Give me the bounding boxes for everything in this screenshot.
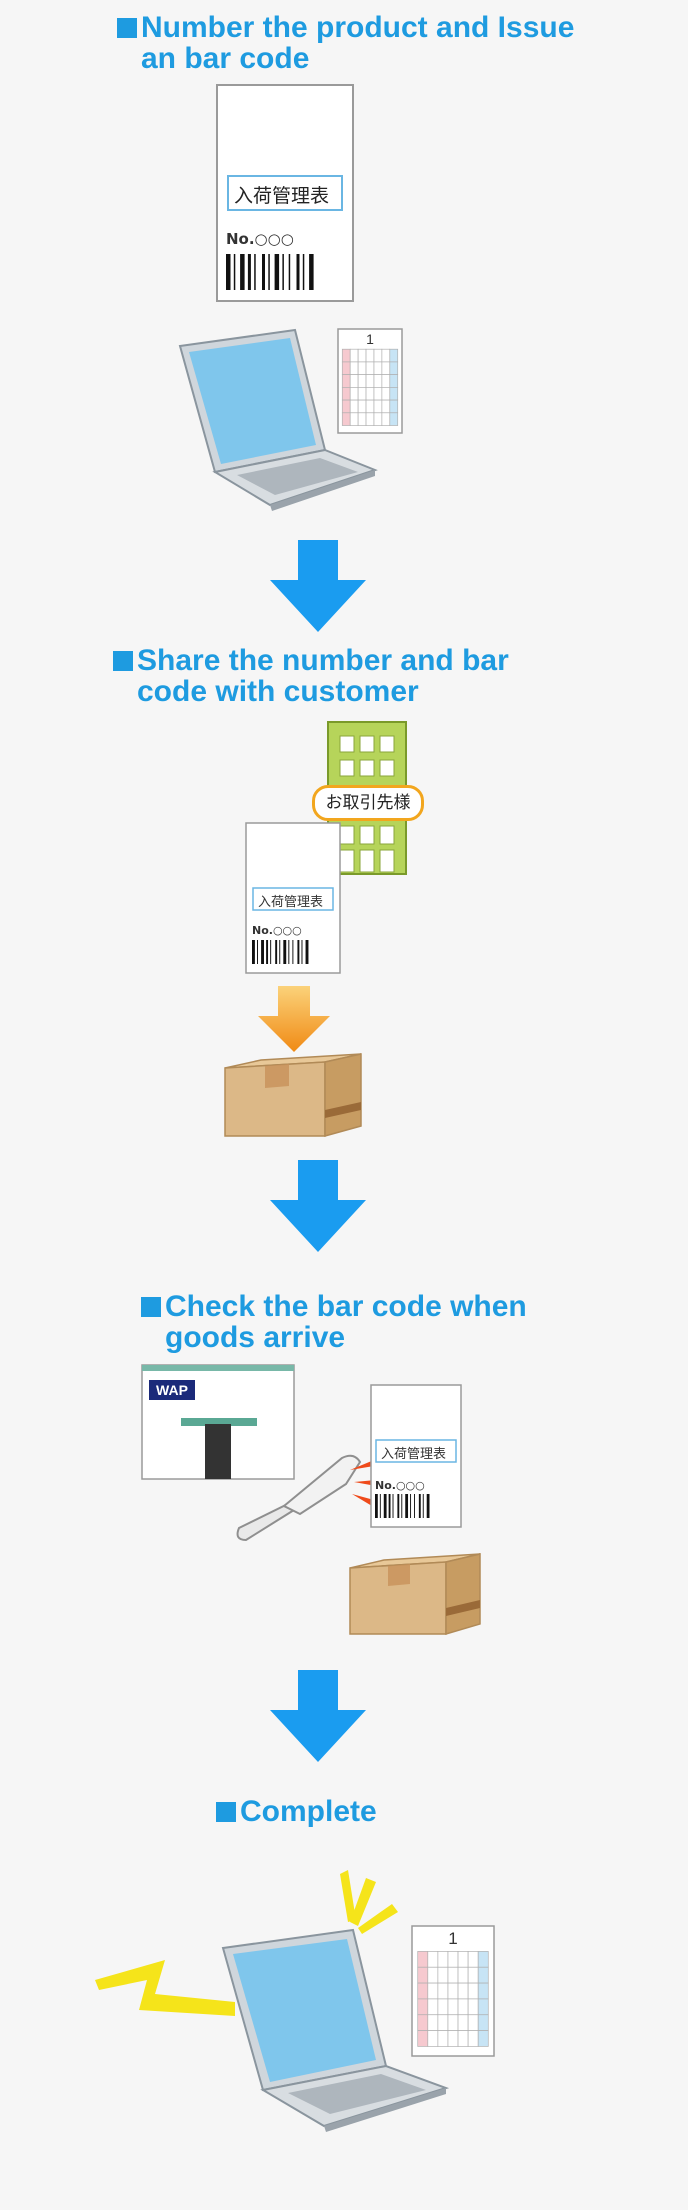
- step-1-title-line1: Number the product and Issue: [141, 11, 575, 44]
- step-2-title-line1: Share the number and bar: [137, 644, 509, 677]
- building-sign: お取引先様: [312, 785, 424, 821]
- lightning-icon: [95, 1960, 245, 2055]
- calendar-number: 1: [448, 1929, 458, 1948]
- step-3-title-line2: goods arrive: [165, 1321, 346, 1354]
- down-arrow-icon: [270, 1670, 366, 1767]
- laptop-icon: [218, 1928, 458, 2135]
- step-4-title: Complete: [216, 1796, 377, 1827]
- step-4-title-line1: Complete: [240, 1795, 377, 1828]
- calendar-icon: 1: [337, 328, 403, 434]
- sheet-label: 入荷管理表: [234, 185, 330, 207]
- cardboard-box-icon: [224, 1048, 362, 1143]
- orange-down-arrow-icon: [258, 986, 330, 1057]
- step-3-title-line1: Check the bar code when: [165, 1290, 527, 1323]
- sheet-label: 入荷管理表: [258, 895, 324, 910]
- square-bullet-icon: [117, 18, 137, 38]
- barcode-icon: [252, 940, 310, 964]
- square-bullet-icon: [141, 1297, 161, 1317]
- document-icon: 入荷管理表 No.○○○: [370, 1384, 462, 1528]
- square-bullet-icon: [216, 1802, 236, 1822]
- sheet-number: No.○○○: [226, 230, 294, 248]
- sheet-number: No.○○○: [375, 1479, 425, 1492]
- barcode-scanner-icon: [234, 1448, 376, 1549]
- step-1-title-line2: an bar code: [141, 42, 310, 75]
- store-icon: WAP: [141, 1364, 295, 1480]
- step-2-title-line2: code with customer: [137, 675, 419, 708]
- document-icon: 入荷管理表 No.○○○: [216, 84, 354, 302]
- store-sign: WAP: [156, 1382, 188, 1398]
- step-3-title: Check the bar code when goods arrive: [141, 1291, 527, 1353]
- sheet-number: No.○○○: [252, 924, 302, 937]
- cardboard-box-icon: [349, 1550, 481, 1641]
- step-2-title: Share the number and bar code with custo…: [113, 645, 509, 707]
- down-arrow-icon: [270, 1160, 366, 1257]
- barcode-icon: [226, 254, 316, 290]
- building-sign-text: お取引先様: [325, 793, 411, 813]
- square-bullet-icon: [113, 651, 133, 671]
- step-1-title: Number the product and Issue an bar code: [117, 12, 574, 74]
- calendar-icon: 1: [411, 1925, 495, 2057]
- sparkle-icon: [336, 1870, 406, 1945]
- document-icon: 入荷管理表 No.○○○: [245, 822, 341, 974]
- down-arrow-icon: [270, 540, 366, 637]
- laptop-icon: [175, 328, 385, 515]
- sheet-label: 入荷管理表: [381, 1447, 447, 1462]
- barcode-icon: [375, 1494, 431, 1518]
- calendar-number: 1: [366, 331, 374, 347]
